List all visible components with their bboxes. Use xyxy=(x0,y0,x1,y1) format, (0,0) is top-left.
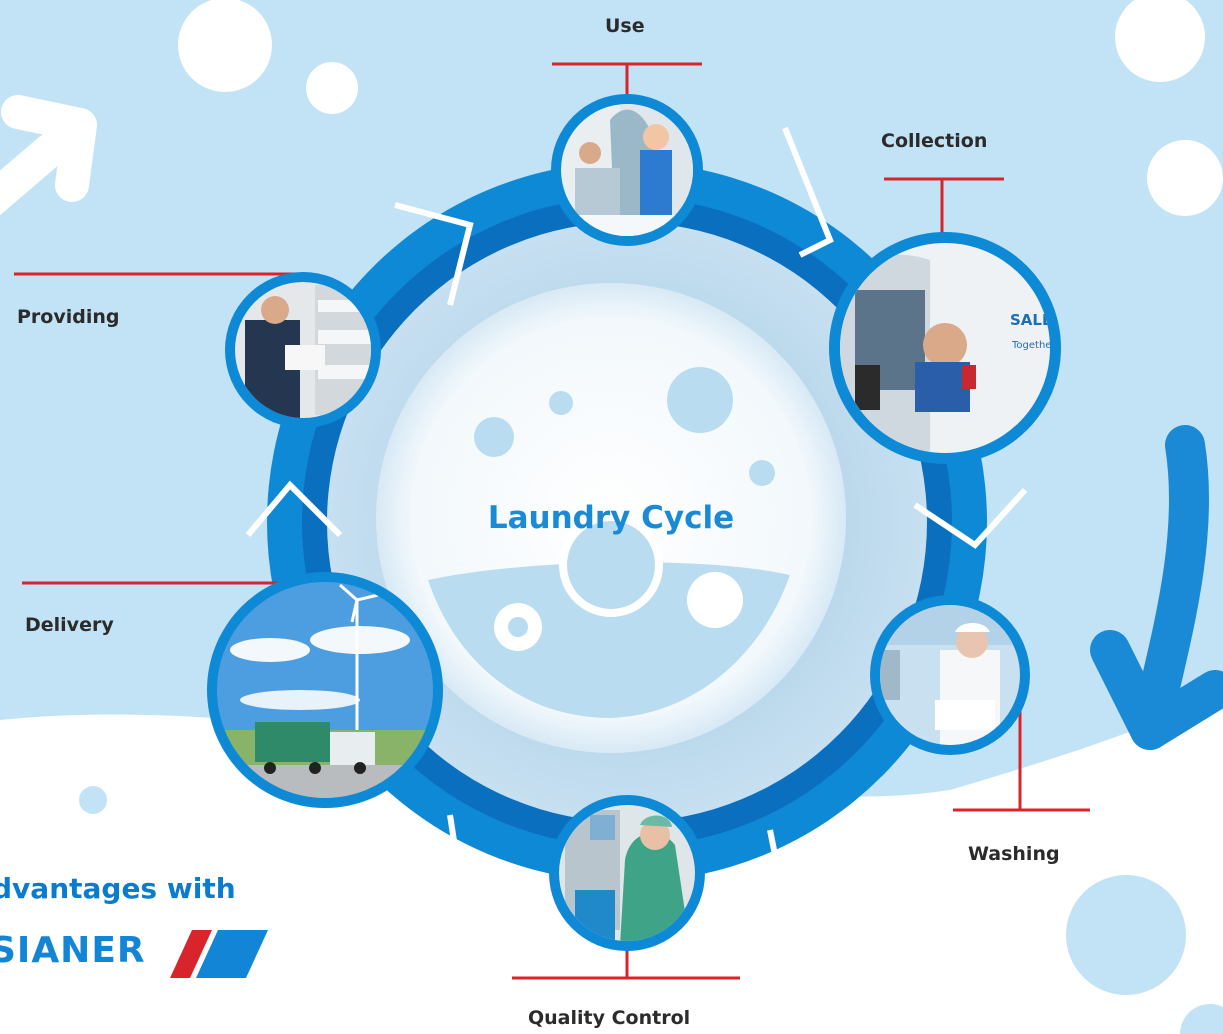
decor-circle xyxy=(306,62,358,114)
bubbles-decor xyxy=(428,367,790,718)
stage-photo-delivery xyxy=(207,572,443,808)
stage-label-collection: Collection xyxy=(881,130,988,152)
arrow-decor-icon xyxy=(0,95,97,216)
decor-circle xyxy=(1180,1004,1223,1034)
arrow-decor-icon xyxy=(1130,425,1210,750)
arrow-decor-icon xyxy=(1090,630,1223,750)
advantages-tagline: dvantages with xyxy=(0,872,236,905)
decor-circle xyxy=(1147,140,1223,216)
stage-photo-use xyxy=(551,94,703,246)
van-brand-subtext: Togethe xyxy=(1011,340,1051,351)
stage-label-use: Use xyxy=(605,15,645,37)
decor-circle xyxy=(79,786,107,814)
stage-photo-washing xyxy=(870,595,1030,755)
decor-circle xyxy=(1115,0,1205,82)
stage-label-providing: Providing xyxy=(17,306,120,328)
stage-photo-quality-control xyxy=(549,795,705,951)
decor-circle xyxy=(178,0,272,92)
ring-chevrons xyxy=(245,126,1028,885)
stage-label-washing: Washing xyxy=(968,843,1060,865)
sianer-logo-mark xyxy=(170,930,268,978)
stage-photo-collection: SALE Togethe xyxy=(829,232,1061,464)
stage-label-delivery: Delivery xyxy=(25,614,114,636)
diagram-center-title: Laundry Cycle xyxy=(487,500,735,536)
sianer-logo-text: SIANER xyxy=(0,930,146,971)
decor-circle xyxy=(1066,875,1186,995)
van-brand-text: SALE xyxy=(1010,311,1052,329)
stage-photo-providing xyxy=(225,272,381,428)
connector-lines xyxy=(14,62,1090,980)
stage-label-quality-control: Quality Control xyxy=(528,1007,691,1029)
